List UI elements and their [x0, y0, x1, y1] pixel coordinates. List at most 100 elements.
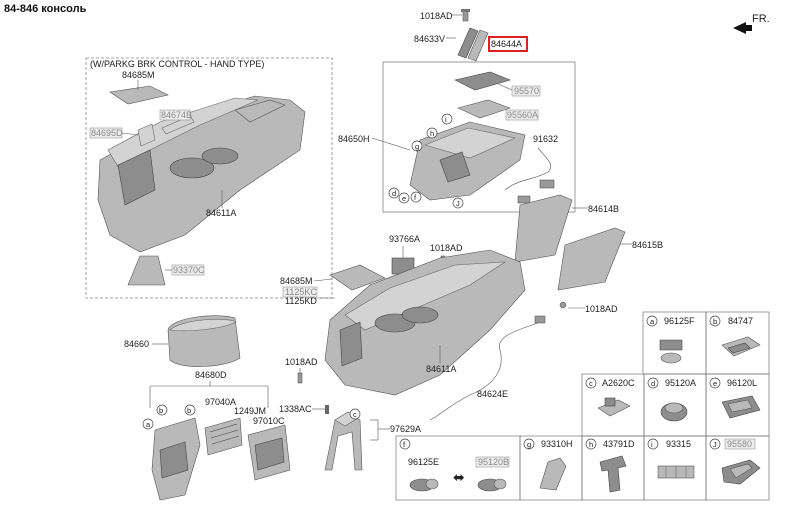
legend-cell-a: a 96125F [646, 315, 695, 364]
svg-text:96120L: 96120L [727, 378, 757, 388]
cover-84695D [137, 123, 156, 147]
shift-boot-93370C [127, 255, 166, 286]
label-1018AD-top: 1018AD [420, 11, 453, 21]
svg-text:93310H: 93310H [541, 439, 573, 449]
highlight-84644A [488, 36, 528, 52]
label-95560A: 95560A [507, 110, 538, 120]
tray-mat-84685M-b [329, 264, 386, 291]
label-93766A: 93766A [389, 234, 420, 244]
hand-type-group-box [85, 57, 333, 299]
label-84644A: 84644A [491, 39, 522, 49]
svg-text:95120A: 95120A [665, 378, 696, 388]
side-cover-84615B [557, 227, 626, 291]
console-body-main [324, 249, 526, 396]
label-1249JM: 1249JM [234, 406, 266, 416]
legend-cell-e: e 96120L [709, 377, 761, 419]
svg-text:A2620C: A2620C [602, 378, 635, 388]
callout-b-vent-2: b [187, 406, 191, 415]
side-cover-84614B [514, 194, 573, 263]
front-label: FR. [752, 13, 770, 25]
label-84624E: 84624E [477, 389, 508, 399]
svg-text:a: a [650, 317, 655, 326]
legend-cell-g: g 93310H [523, 438, 573, 491]
double-arrow-icon: ⬌ [453, 469, 465, 485]
label-1018AD-left: 1018AD [285, 357, 318, 367]
legend-cell-i: i 93315 [647, 438, 695, 479]
callout-c-main: c [353, 410, 357, 419]
label-95570: 95570 [514, 86, 539, 96]
legend-cell-j: J 95580 [709, 438, 761, 485]
harness-91632 [504, 147, 552, 191]
label-84611A-b: 84611A [426, 364, 456, 374]
pad-95570 [454, 71, 511, 91]
label-84695D: 84695D [91, 128, 123, 138]
svg-text:93315: 93315 [666, 439, 691, 449]
legend-cell-c: c A2620C [585, 377, 635, 417]
callout-a-vent: a [146, 420, 151, 429]
svg-text:b: b [713, 317, 717, 326]
label-1018AD-mid: 1018AD [430, 243, 463, 253]
label-84685M: 84685M [122, 70, 155, 80]
callouts-upper: i h g d e f J [388, 113, 464, 209]
svg-text:g: g [527, 440, 531, 449]
svg-text:84747: 84747 [728, 316, 753, 326]
svg-text:J: J [713, 440, 717, 449]
label-84611A: 84611A [206, 208, 236, 218]
front-direction-indicator: FR. [733, 13, 770, 34]
callout-b-vent-1: b [159, 406, 163, 415]
svg-text:i: i [445, 115, 447, 124]
legend-grid [395, 311, 770, 501]
label-84614B: 84614B [588, 204, 619, 214]
diagram-title: 84-846 консоль [4, 3, 87, 15]
label-97040A: 97040A [205, 397, 236, 407]
svg-text:e: e [402, 194, 406, 203]
svg-text:e: e [713, 379, 717, 388]
label-84615B: 84615B [632, 240, 663, 250]
svg-text:d: d [651, 379, 655, 388]
svg-text:c: c [589, 379, 593, 388]
label-93370C: 93370C [173, 265, 205, 275]
label-97629A: 97629A [390, 424, 421, 434]
svg-text:g: g [415, 142, 419, 151]
legend-cell-h: h 43791D [585, 438, 635, 493]
svg-text:f: f [414, 193, 417, 202]
label-1125KC: 1125KC [285, 287, 317, 297]
label-84660: 84660 [124, 339, 149, 349]
svg-text:J: J [456, 199, 460, 208]
trim-84633V [457, 27, 479, 59]
module-95560A [457, 99, 511, 119]
label-84680D: 84680D [195, 370, 227, 380]
rear-vent-84680D [151, 417, 291, 501]
screw-1018AD-top [461, 9, 470, 22]
harness-84624E [429, 321, 541, 421]
armrest-84660 [167, 315, 241, 367]
svg-text:i: i [651, 440, 653, 449]
label-91632: 91632 [533, 134, 558, 144]
legend-f-right-code: 95120B [478, 457, 509, 467]
label-1125KD: 1125KD [285, 296, 317, 306]
upper-panel-group-box [382, 61, 576, 213]
trim-84644A [467, 29, 489, 62]
tray-mat-84685M [109, 85, 169, 105]
front-arrow-icon [733, 22, 752, 34]
label-84650H: 84650H [338, 134, 370, 144]
svg-text:f: f [403, 440, 406, 449]
bracket-97629A [324, 411, 363, 471]
svg-text:95580: 95580 [727, 439, 752, 449]
svg-text:d: d [392, 189, 396, 198]
hand-type-note: (W/PARKG BRK CONTROL - HAND TYPE) [90, 59, 264, 69]
svg-text:h: h [589, 440, 593, 449]
label-1338AC: 1338AC [279, 404, 312, 414]
svg-text:96125F: 96125F [664, 316, 695, 326]
console-body-hand-type [97, 95, 306, 253]
label-1018AD-right: 1018AD [585, 304, 618, 314]
legend-f-left-code: 96125E [408, 457, 439, 467]
svg-text:h: h [430, 129, 434, 138]
legend-cell-b: b 84747 [709, 315, 761, 357]
legend-cell-d: d 95120A [647, 377, 696, 422]
label-84674B: 84674B [161, 110, 192, 120]
label-84633V: 84633V [414, 34, 445, 44]
label-84685M-b: 84685M [280, 276, 313, 286]
legend-cell-f: f 96125E 95120B ⬌ [399, 438, 510, 492]
